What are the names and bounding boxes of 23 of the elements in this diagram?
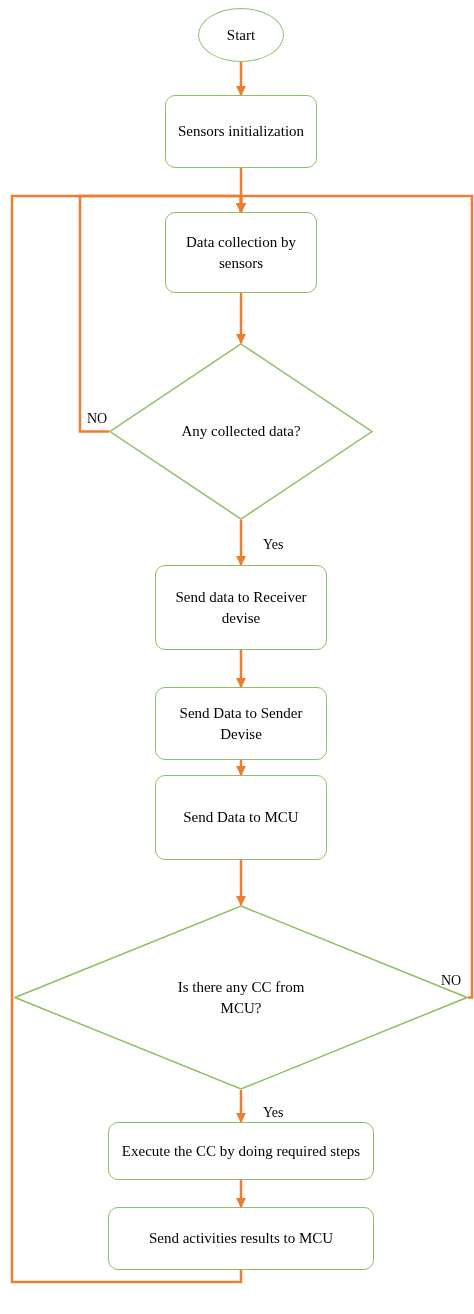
arrow [10,194,246,1284]
process-box: Sensors initialization [165,95,317,168]
decision-label: Any collected data? [181,422,301,442]
decision-label: Is there any CC from MCU? [176,978,306,1018]
arrow [236,520,246,566]
arrow [236,860,246,906]
process-box: Send activities results to MCU [108,1207,374,1270]
process-box: Send Data to MCU [155,775,327,860]
arrow [236,760,246,776]
edge-label: Yes [262,1106,285,1120]
start-terminal: Start [198,8,284,62]
arrow [236,1090,246,1123]
process-box: Send Data to Sender Devise [155,687,327,760]
edge-label: Yes [262,538,285,552]
edge-label: NO [440,974,463,988]
arrow [236,62,246,96]
process-box: Send data to Receiver devise [155,565,327,650]
process-box: Execute the CC by doing required steps [108,1122,374,1180]
arrow [236,650,246,688]
arrow [236,1180,246,1208]
edge-label: NO [86,412,109,426]
process-box: Data collection by sensors [165,212,317,293]
arrow [236,293,246,344]
